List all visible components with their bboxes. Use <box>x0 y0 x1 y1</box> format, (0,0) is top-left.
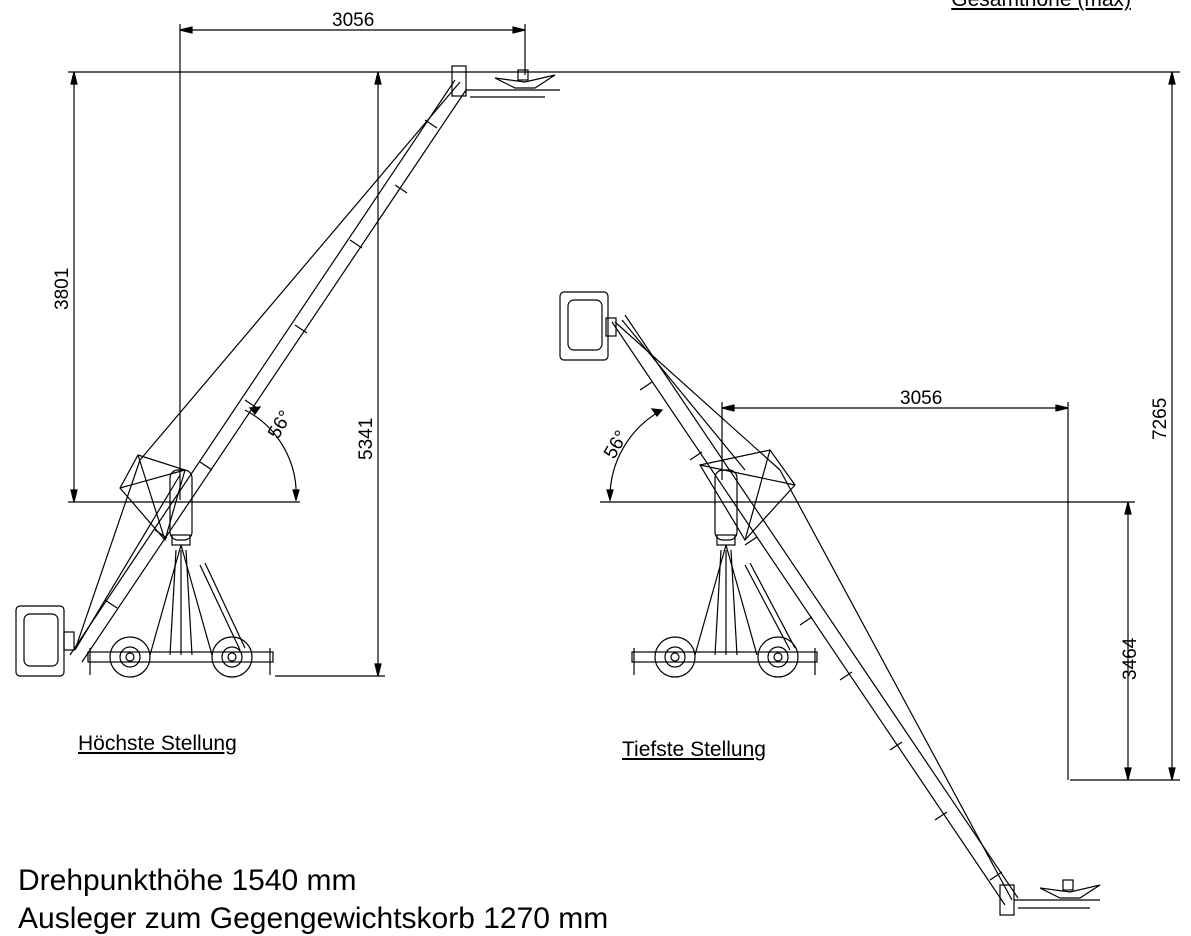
dim-right-vertical: 3464 <box>1120 637 1141 680</box>
crane-lowest-position <box>559 291 1101 916</box>
spec-pivot-height: Drehpunkthöhe 1540 mm <box>18 864 357 897</box>
top-right-partial-caption: Gesamthöhe (max) <box>951 0 1131 12</box>
crane-highest-position <box>15 65 560 678</box>
caption-highest-position: Höchste Stellung <box>78 732 237 755</box>
dim-left-horizontal: 3056 <box>332 10 374 31</box>
dim-right-angle: 56° <box>600 427 633 462</box>
dim-overall-height: 7265 <box>1150 398 1171 440</box>
dim-right-horizontal: 3056 <box>900 388 942 409</box>
spec-boom-to-counterweight: Ausleger zum Gegengewichtskorb 1270 mm <box>18 902 609 935</box>
dimension-lines <box>68 24 1180 781</box>
caption-lowest-position: Tiefste Stellung <box>622 738 766 761</box>
dim-left-vertical-upper: 3801 <box>52 268 73 310</box>
dim-left-angle: 56° <box>264 407 297 442</box>
dim-left-vertical-total: 5341 <box>356 418 377 460</box>
